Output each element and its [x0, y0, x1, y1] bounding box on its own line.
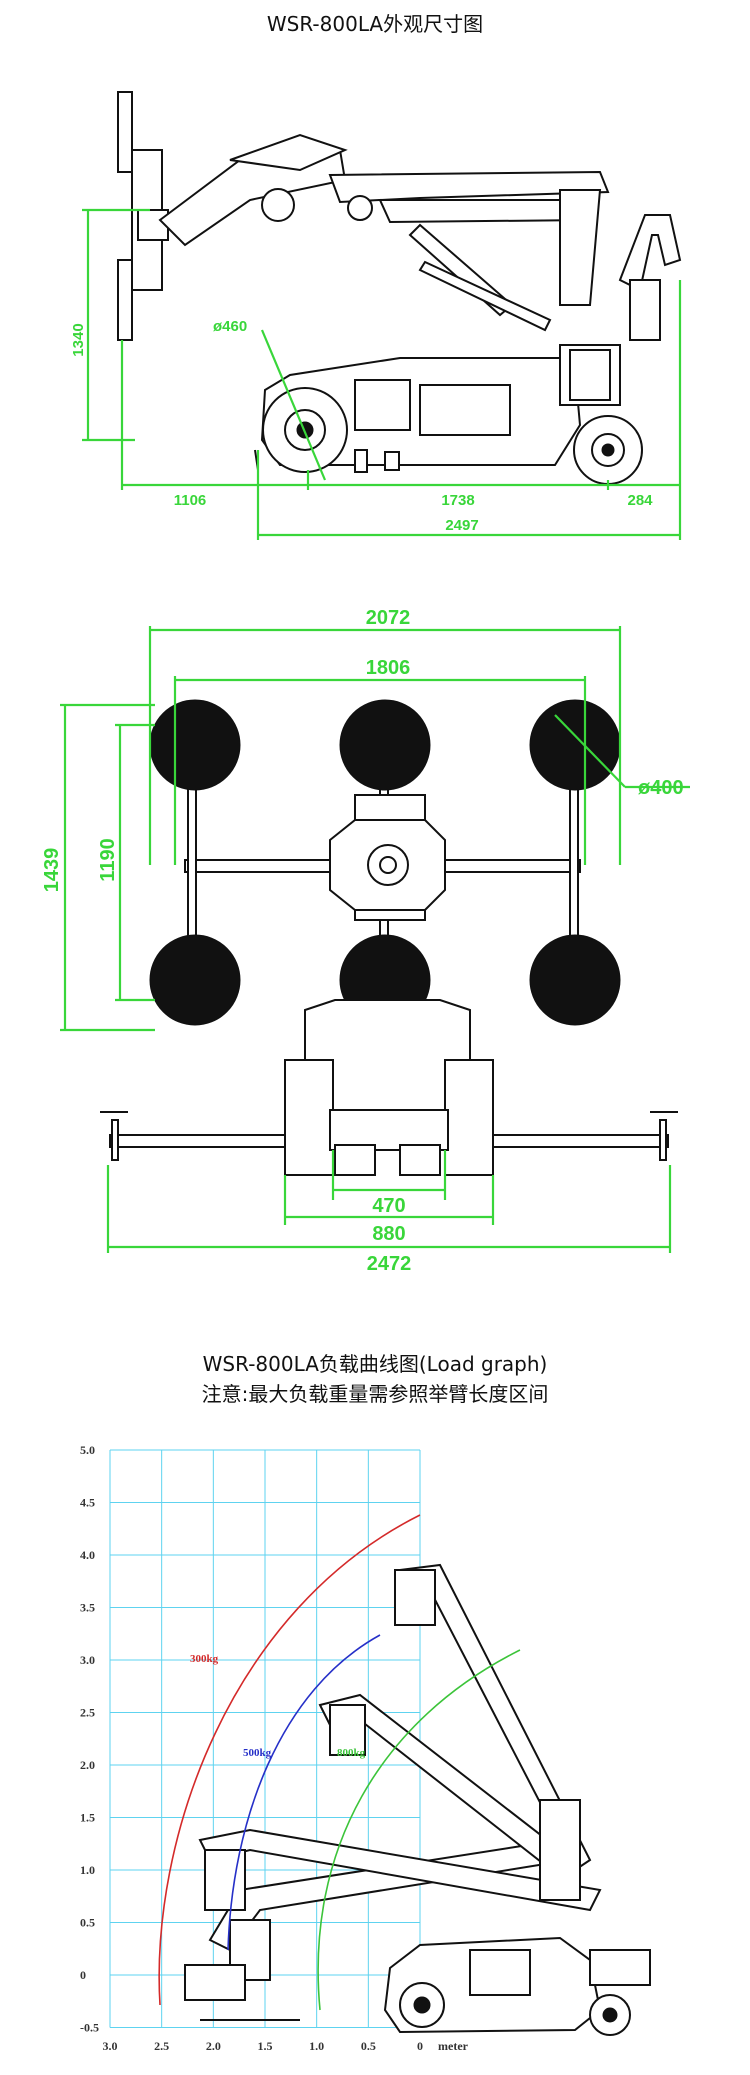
- side-view-diagram: 1340 ø460 1106 1738 284 2497: [70, 91, 682, 540]
- dim-outrigger-2472: 2472: [367, 1253, 412, 1275]
- x-tick-label: 0: [417, 2039, 423, 2053]
- top-view-dimensions: [60, 626, 690, 1253]
- x-tick-label: 3.0: [103, 2039, 118, 2053]
- suction-cup-icon: [149, 934, 241, 1026]
- dim-cup-span-1806: 1806: [366, 657, 411, 679]
- y-tick-label: 4.5: [80, 1496, 95, 1510]
- x-tick-label: 0.5: [361, 2039, 376, 2053]
- dim-track-inner-470: 470: [372, 1195, 405, 1217]
- dim-frame-height-1439: 1439: [41, 848, 63, 893]
- x-axis-ticks: 3.0 2.5 2.0 1.5 1.0 0.5 0: [103, 2039, 424, 2053]
- y-tick-label: -0.5: [80, 2021, 99, 2035]
- dim-front-1106: 1106: [174, 492, 207, 509]
- side-view-dimensions: [82, 208, 682, 540]
- load-curve-blue: [227, 1634, 381, 1951]
- x-tick-label: 1.0: [309, 2039, 324, 2053]
- curve-label-500kg: 500kg: [243, 1747, 272, 1759]
- dim-rear-284: 284: [627, 492, 653, 509]
- suction-cup-icon: [339, 699, 431, 791]
- x-axis-unit: meter: [438, 2039, 469, 2053]
- load-graph-machine: [184, 1563, 651, 2036]
- dim-track-outer-880: 880: [372, 1223, 405, 1245]
- y-tick-label: 2.0: [80, 1758, 95, 1772]
- y-tick-label: 3.5: [80, 1601, 95, 1615]
- suction-cup-icon: [149, 699, 241, 791]
- load-curve-green: [317, 1649, 521, 2011]
- top-view-diagram: 2072 1806 1439 1190 ø400 470 880 2472: [41, 607, 690, 1275]
- dim-total-2497: 2497: [445, 517, 478, 534]
- suction-cup-icon: [529, 934, 621, 1026]
- dim-frame-width-2072: 2072: [366, 607, 411, 629]
- y-tick-label: 0: [80, 1968, 86, 1982]
- section3-title: WSR-800LA负载曲线图(Load graph): [202, 1352, 548, 1376]
- x-tick-label: 1.5: [258, 2039, 273, 2053]
- curve-label-300kg: 300kg: [190, 1653, 219, 1665]
- top-view-machine: [100, 699, 678, 1176]
- y-axis-ticks: 5.0 4.5 4.0 3.5 3.0 2.5 2.0 1.5 1.0 0.5 0 -0.5: [80, 1443, 99, 2035]
- x-tick-label: 2.0: [206, 2039, 221, 2053]
- y-tick-label: 1.0: [80, 1863, 95, 1877]
- dim-wheelbase-1738: 1738: [441, 492, 474, 509]
- dim-cup-height-1190: 1190: [97, 838, 119, 881]
- load-graph: 5.0 4.5 4.0 3.5 3.0 2.5 2.0 1.5 1.0 0.5 0 -0.5 3.0 2…: [80, 1443, 651, 2053]
- x-tick-label: 2.5: [154, 2039, 169, 2053]
- y-tick-label: 0.5: [80, 1916, 95, 1930]
- y-tick-label: 4.0: [80, 1548, 95, 1562]
- section3-subtitle: 注意:最大负载重量需参照举臂长度区间: [201, 1382, 549, 1406]
- suction-cup-icon: [529, 699, 621, 791]
- curve-label-800kg: 800kg: [337, 1747, 366, 1759]
- y-tick-label: 2.5: [80, 1706, 95, 1720]
- y-tick-label: 5.0: [80, 1443, 95, 1457]
- side-view-machine: [117, 91, 682, 485]
- dim-wheel-dia: ø460: [213, 318, 247, 335]
- y-tick-label: 1.5: [80, 1811, 95, 1825]
- load-curve-red: [158, 1514, 421, 2006]
- dim-height-1340: 1340: [70, 323, 87, 356]
- dim-cup-dia-400: ø400: [638, 777, 684, 799]
- y-tick-label: 3.0: [80, 1653, 95, 1667]
- section1-title: WSR-800LA外观尺寸图: [266, 12, 484, 36]
